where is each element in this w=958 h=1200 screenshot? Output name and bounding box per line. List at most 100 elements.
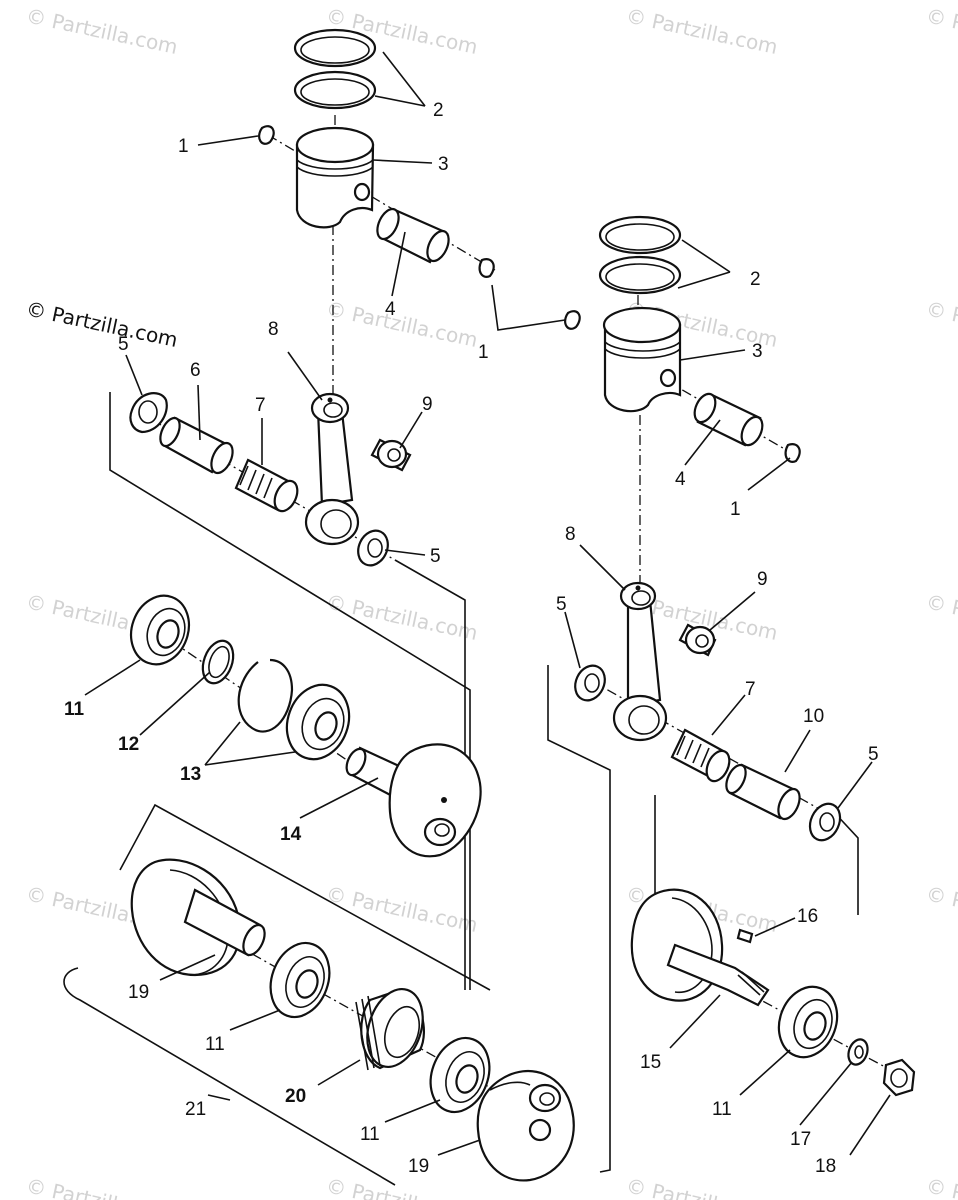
piston-ring-top-2 (293, 70, 377, 110)
watermark: © Partzilla.com (24, 1173, 180, 1200)
connecting-rod-8b (612, 581, 668, 742)
nut-18 (882, 1058, 916, 1097)
bracket-lines (63, 284, 859, 1186)
watermark: © Partzilla.com (924, 881, 958, 937)
watermark: © Partzilla.com (24, 3, 180, 59)
callout-2: 2 (433, 100, 444, 121)
watermark: © Partzilla.com (324, 589, 480, 645)
circlip-right-top (564, 310, 581, 330)
leader-line (299, 777, 379, 819)
leader-line (709, 591, 756, 631)
callout-21: 21 (185, 1099, 206, 1120)
callout-12: 12 (118, 734, 139, 755)
leader-line (437, 1139, 481, 1156)
needle-bearing-7b (670, 728, 731, 783)
bracket-line (547, 665, 611, 1173)
callout-5: 5 (118, 334, 129, 355)
leader-line (679, 349, 746, 361)
leader-line (125, 354, 143, 396)
leader-line (564, 611, 581, 669)
callout-10: 10 (803, 706, 824, 727)
leader-line (287, 351, 323, 401)
thrust-washer-5a (129, 392, 168, 434)
thrust-washer-5b (357, 529, 389, 567)
callout-5: 5 (556, 594, 567, 615)
thrust-washer-5c (574, 664, 606, 702)
bracket-line (109, 392, 471, 990)
leader-line (754, 917, 796, 937)
piston-right (602, 306, 682, 413)
callout-6: 6 (190, 360, 201, 381)
leader-line (382, 51, 426, 107)
circlip-top-right (478, 258, 495, 278)
callouts: 1 2 3 4 1 5 6 7 8 9 5 2 3 1 4 1 8 9 5 7 … (64, 100, 879, 1177)
needle-bearing-7a (234, 458, 299, 513)
callout-16: 16 (797, 906, 818, 927)
ball-bearing-11a (129, 594, 191, 666)
crankshaft-half-19b (476, 1070, 575, 1182)
watermark: © Partzilla.com (924, 1173, 958, 1200)
watermark: © Partzilla.com (24, 296, 180, 352)
callout-3: 3 (752, 341, 763, 362)
callout-5: 5 (868, 744, 879, 765)
piston-pin-top (376, 207, 450, 264)
callout-9: 9 (422, 394, 433, 415)
callout-9: 9 (757, 569, 768, 590)
needle-bearing-9a (370, 438, 412, 472)
leader-line (139, 671, 211, 736)
crankshaft-half-15 (630, 888, 770, 1007)
watermark: © Partzilla.com (924, 296, 958, 352)
leader-line (849, 1094, 891, 1156)
callout-8: 8 (268, 319, 279, 340)
leader-line (197, 135, 259, 146)
callout-4: 4 (385, 299, 396, 320)
snap-ring-13a (237, 658, 294, 733)
leader-line (684, 419, 721, 466)
assembly-bracket (63, 967, 396, 1186)
leader-line (784, 729, 811, 773)
piston-pin-right (693, 392, 764, 447)
callout-1: 1 (178, 136, 189, 157)
piston-ring-right-1 (598, 215, 682, 255)
callout-7: 7 (745, 679, 756, 700)
leader-line (384, 1099, 441, 1123)
leader-line (399, 411, 423, 449)
callout-11: 11 (712, 1099, 732, 1120)
callout-19: 19 (128, 982, 149, 1003)
leader-line (84, 659, 141, 696)
callout-18: 18 (815, 1156, 836, 1177)
circlip-right-bottom (784, 443, 801, 463)
thrust-washer-5d (808, 802, 842, 842)
leader-line (374, 95, 426, 107)
bracket-line (491, 284, 566, 331)
watermark: © Partzilla.com (624, 3, 780, 59)
circlip-top-left (258, 125, 275, 145)
callout-1: 1 (478, 342, 489, 363)
watermark: © Partzilla.com (324, 296, 480, 352)
watermark: © Partzilla.com (324, 881, 480, 937)
crankshaft-half-14 (345, 743, 482, 858)
ball-bearing-11b (269, 941, 331, 1019)
piston-top (295, 126, 375, 229)
spacer-ring-12 (201, 639, 235, 685)
callout-11: 11 (360, 1124, 380, 1145)
woodruff-key-16 (736, 928, 754, 944)
callout-17: 17 (790, 1129, 811, 1150)
piston-ring-top-1 (293, 28, 377, 68)
piston-ring-right-2 (598, 255, 682, 295)
leader-line (229, 1009, 281, 1031)
leader-line (384, 549, 426, 556)
leader-line (204, 751, 296, 766)
leader-line (837, 761, 873, 809)
leader-line (681, 239, 731, 273)
callout-7: 7 (255, 395, 266, 416)
connecting-rod-8a (304, 392, 360, 546)
leader-line (711, 694, 746, 736)
bracket-line (119, 803, 491, 991)
labyrinth-seal-20 (355, 988, 425, 1071)
centerlines (134, 115, 901, 1111)
leader-line (159, 954, 216, 981)
leader-line (372, 159, 433, 164)
washer-17 (847, 1038, 869, 1066)
